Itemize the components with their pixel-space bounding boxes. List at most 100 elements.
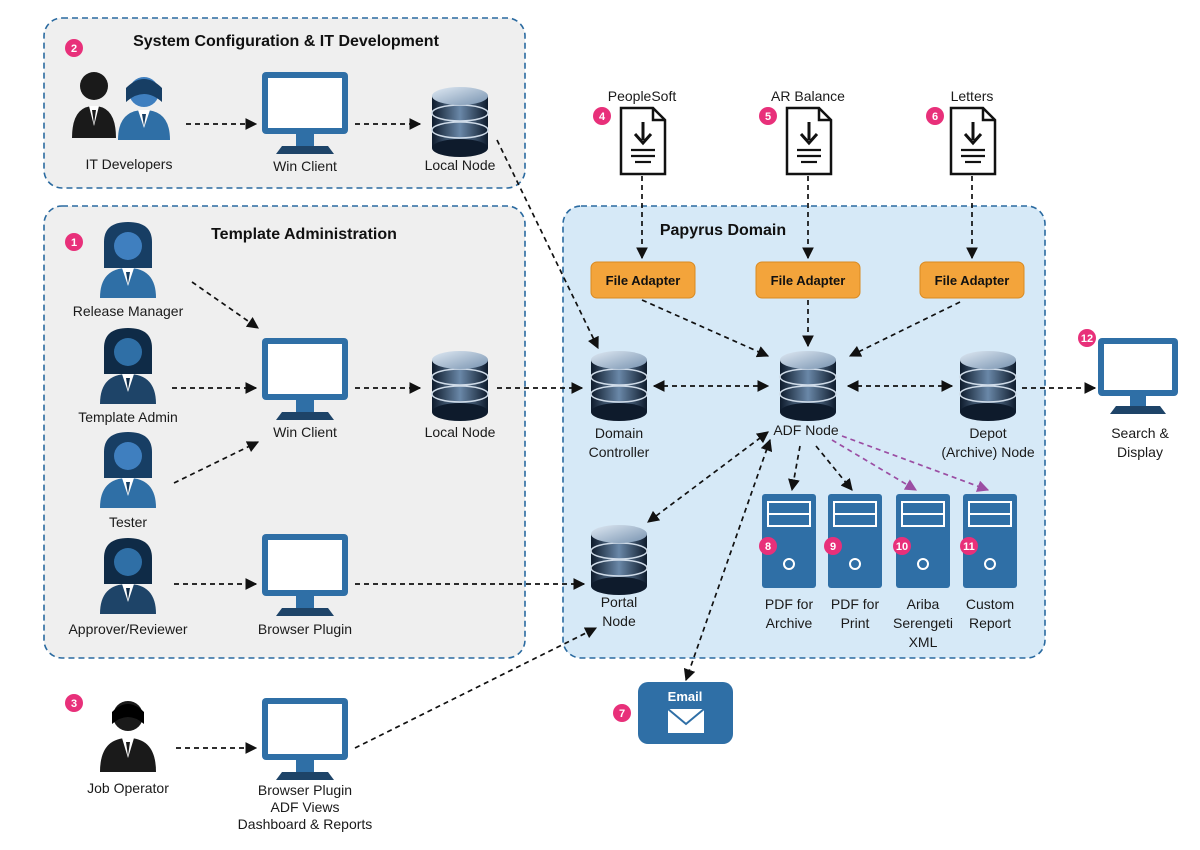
browser-plugin-label: Browser Plugin [258,621,352,637]
monitor-icon [1098,338,1178,414]
svg-text:11: 11 [963,541,975,553]
depot-node-line2: (Archive) Node [941,444,1035,460]
arrow-adf-to-pdfprint [815,445,853,491]
svg-text:9: 9 [830,541,836,553]
domain-controller-line2: Controller [589,444,650,460]
ariba-line2: Serengeti [893,615,953,631]
badge-8: 8 [759,537,777,555]
arrow-adapter1-to-adf [641,299,770,358]
approver-label: Approver/Reviewer [68,621,187,637]
server-icon [896,494,950,588]
svg-text:5: 5 [765,111,771,123]
badge-11: 11 [960,537,978,555]
pdf-archive-line2: Archive [766,615,813,631]
pdf-print-line2: Print [841,615,870,631]
file-adapter-letters: File Adapter [919,261,1025,299]
sys-config-title: System Configuration & IT Development [133,33,439,50]
badge-1: 1 [65,233,83,251]
peoplesoft-label: PeopleSoft [608,88,677,104]
file-adapter-label: File Adapter [935,273,1010,288]
custom-report-line2: Report [969,615,1011,631]
badge-12: 12 [1078,329,1096,347]
server-icon [762,494,816,588]
approver-icon [100,538,156,614]
win-client-top-label: Win Client [273,158,337,174]
svg-text:4: 4 [599,111,606,123]
envelope-icon [667,708,705,733]
download-document-icon [785,106,833,176]
badge-4: 4 [593,107,611,125]
browser-plugin-bottom-line1: Browser Plugin [258,782,352,798]
badge-2: 2 [65,39,83,57]
arrow-adf-to-ariba [831,439,918,491]
search-display-line2: Display [1117,444,1163,460]
email-box: Email [638,682,733,744]
file-adapter-label: File Adapter [606,273,681,288]
server-icon [828,494,882,588]
svg-text:1: 1 [71,237,77,249]
database-icon [431,351,489,421]
badge-6: 6 [926,107,944,125]
it-developers-icon [72,72,170,140]
svg-text:2: 2 [71,43,77,55]
badge-5: 5 [759,107,777,125]
svg-text:3: 3 [71,698,77,710]
template-admin-icon [100,328,156,404]
database-icon [779,351,837,421]
arrow-tester-to-winclient [173,441,260,484]
custom-report-line1: Custom [966,596,1014,612]
svg-text:10: 10 [896,541,908,553]
domain-controller-line1: Domain [595,425,643,441]
monitor-icon [262,72,348,154]
local-node-mid-label: Local Node [425,424,496,440]
file-adapter-arbalance: File Adapter [755,261,861,299]
depot-node-line1: Depot [969,425,1006,441]
pdf-print-line1: PDF for [831,596,880,612]
arrow-adapter3-to-adf [848,301,961,357]
arrow-adf-to-custom [841,435,990,492]
badge-10: 10 [893,537,911,555]
server-icon [963,494,1017,588]
badge-9: 9 [824,537,842,555]
release-manager-icon [100,222,156,298]
database-icon [959,351,1017,421]
svg-text:12: 12 [1081,333,1093,345]
tester-icon [100,432,156,508]
download-document-icon [619,106,667,176]
svg-text:7: 7 [619,708,625,720]
browser-plugin-bottom-line2: ADF Views [271,799,340,815]
badge-3: 3 [65,694,83,712]
email-label: Email [668,689,703,704]
portal-node-line1: Portal [601,594,638,610]
template-admin-label: Template Admin [78,409,178,425]
arrow-adf-email [683,438,773,682]
release-manager-label: Release Manager [73,303,184,319]
monitor-icon [262,698,348,780]
badge-7: 7 [613,704,631,722]
ar-balance-label: AR Balance [771,88,845,104]
browser-plugin-bottom-line3: Dashboard & Reports [238,816,373,832]
template-admin-title: Template Administration [211,226,397,243]
arrow-adf-to-pdfarchive [788,445,801,492]
pdf-archive-line1: PDF for [765,596,814,612]
it-developers-label: IT Developers [86,156,173,172]
arrow-localnode-to-domaincontroller [496,139,599,350]
monitor-icon [262,534,348,616]
download-document-icon [949,106,997,176]
portal-node-line2: Node [602,613,636,629]
arrow-releasemgr-to-winclient [191,281,259,329]
letters-label: Letters [951,88,994,104]
search-display-line1: Search & [1111,425,1169,441]
win-client-mid-label: Win Client [273,424,337,440]
purple-connectors [831,435,990,492]
file-adapter-peoplesoft: File Adapter [590,261,696,299]
local-node-top-label: Local Node [425,157,496,173]
step-badges: 1 2 3 4 5 6 7 8 9 10 11 12 [65,39,1096,722]
svg-text:6: 6 [932,111,938,123]
ariba-line3: XML [909,634,938,650]
template-admin-group [43,205,526,659]
papyrus-domain-title: Papyrus Domain [660,222,786,239]
job-operator-label: Job Operator [87,780,169,796]
file-adapter-label: File Adapter [771,273,846,288]
